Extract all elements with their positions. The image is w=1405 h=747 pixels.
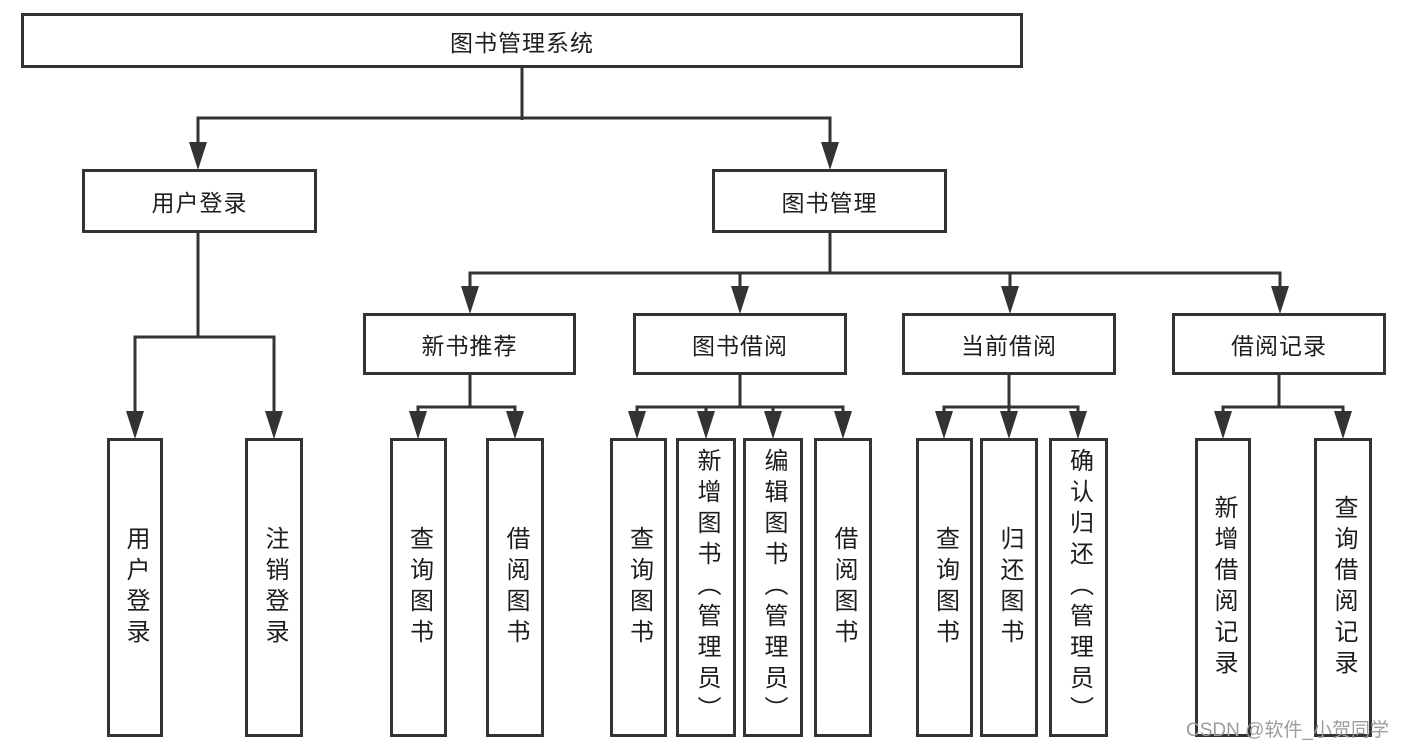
leaf-borrow-books-recommend: 借阅图书 [486,438,544,737]
leaf-borrow-books-label: 借阅图书 [830,525,857,650]
leaf-borrow-books-recommend-label: 借阅图书 [502,525,529,650]
leaf-query-books-current: 查询图书 [916,438,973,737]
node-user-login: 用户登录 [82,169,317,233]
leaf-logout: 注销登录 [245,438,303,737]
node-new-book-recommend-label: 新书推荐 [421,333,518,359]
node-book-borrowing: 图书借阅 [633,313,847,375]
leaf-confirm-return-admin: 确认归还（管理员） [1049,438,1108,737]
node-book-borrowing-label: 图书借阅 [692,333,788,359]
leaf-borrow-books: 借阅图书 [814,438,872,737]
leaf-return-books-label: 归还图书 [996,525,1023,650]
leaf-add-book-admin-label: 新增图书（管理员） [693,448,720,727]
leaf-query-books-borrowing: 查询图书 [610,438,667,737]
leaf-query-books-recommend-label: 查询图书 [405,525,433,650]
node-root: 图书管理系统 [21,13,1023,68]
leaf-query-books-recommend: 查询图书 [390,438,447,737]
node-root-label: 图书管理系统 [450,29,594,56]
leaf-edit-book-admin: 编辑图书（管理员） [743,438,803,737]
leaf-add-borrow-record-label: 新增借阅记录 [1210,494,1237,681]
leaf-query-books-borrowing-label: 查询图书 [625,525,653,650]
leaf-confirm-return-admin-label: 确认归还（管理员） [1065,448,1093,727]
leaf-query-borrow-record-label: 查询借阅记录 [1330,494,1357,681]
connector-paths [133,68,1345,412]
node-book-management-label: 图书管理 [781,190,878,216]
leaf-edit-book-admin-label: 编辑图书（管理员） [760,448,787,727]
node-current-borrowing-label: 当前借阅 [961,333,1057,359]
node-book-management: 图书管理 [712,169,947,233]
leaf-add-book-admin: 新增图书（管理员） [676,438,736,737]
arrowheads [126,142,1352,439]
node-new-book-recommend: 新书推荐 [363,313,576,375]
leaf-user-login: 用户登录 [107,438,163,737]
csdn-watermark: CSDN @软件_小贺同学 [1186,720,1389,741]
leaf-add-borrow-record: 新增借阅记录 [1195,438,1251,737]
node-user-login-label: 用户登录 [151,190,248,216]
leaf-query-borrow-record: 查询借阅记录 [1314,438,1372,737]
leaf-logout-label: 注销登录 [261,525,288,650]
leaf-user-login-label: 用户登录 [122,525,149,650]
node-borrowing-records-label: 借阅记录 [1231,333,1327,359]
node-current-borrowing: 当前借阅 [902,313,1116,375]
leaf-return-books: 归还图书 [980,438,1038,737]
leaf-query-books-current-label: 查询图书 [931,525,959,650]
node-borrowing-records: 借阅记录 [1172,313,1386,375]
